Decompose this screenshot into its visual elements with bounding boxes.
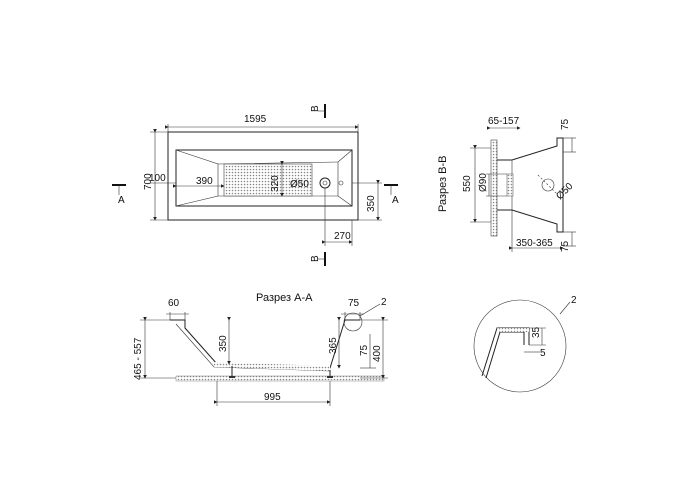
dim-width: 700 <box>143 173 154 190</box>
dim-depth-365: 365 <box>328 337 339 354</box>
section-aa-view: Разрез А-А 2 60 75 465 - 557 350 <box>133 292 388 406</box>
floor <box>175 375 385 382</box>
dim-320: 320 <box>270 175 281 192</box>
section-b-bottom: B <box>310 255 321 262</box>
dim-rim-75: 75 <box>348 298 360 309</box>
bath-slope-right <box>337 149 353 207</box>
dim-bottom-range: 350-365 <box>516 238 553 249</box>
detail-callout-circle <box>343 312 363 332</box>
dim-detail-5: 5 <box>540 348 546 359</box>
wall <box>490 139 498 237</box>
dim-drain: Ø50 <box>290 179 309 190</box>
pipe-90-icon <box>506 173 514 197</box>
dim-390: 390 <box>196 176 213 187</box>
dim-bottom-75: 75 <box>560 240 571 252</box>
dim-pipe-50: Ø50 <box>554 181 575 202</box>
dim-offset-left: 100 <box>149 173 166 184</box>
section-aa-title: Разрез А-А <box>256 292 313 304</box>
drain-icon <box>319 177 331 189</box>
detail-rim-profile <box>481 327 530 379</box>
section-bb-title: Разрез В-В <box>437 156 449 212</box>
dim-pipe-90: Ø90 <box>478 173 489 192</box>
dim-base-995: 995 <box>264 392 281 403</box>
detail-view: 2 35 5 <box>473 295 577 393</box>
dim-550: 550 <box>462 175 473 192</box>
dim-rim-60: 60 <box>168 298 180 309</box>
drain-inner-icon <box>322 180 328 186</box>
dim-total-400: 400 <box>372 345 383 362</box>
plan-view: 1595 700 100 390 320 Ø50 350 270 A A <box>112 104 399 266</box>
dim-top-75: 75 <box>560 118 571 130</box>
dim-half-width: 350 <box>366 195 377 212</box>
detail-circle <box>473 299 567 393</box>
bath-slope-left <box>175 149 219 207</box>
dim-drain-offset: 270 <box>334 231 351 242</box>
pipe-50-icon <box>541 178 555 192</box>
section-a-right: A <box>392 195 399 206</box>
section-b-top: B <box>310 105 321 112</box>
dim-detail-35: 35 <box>531 326 542 338</box>
dim-top-range: 65-157 <box>488 116 520 127</box>
tub-profile <box>497 137 564 233</box>
dim-depth-350: 350 <box>218 335 229 352</box>
dim-leg-75: 75 <box>359 344 370 356</box>
bath-outer-rim <box>167 131 359 221</box>
callout-2: 2 <box>381 297 387 308</box>
overflow-icon <box>338 180 344 186</box>
dim-height-range: 465 - 557 <box>133 337 144 380</box>
anti-slip-insert <box>223 163 313 197</box>
section-bb-view: Разрез В-В 65-157 75 550 Ø90 Ø50 350-365 <box>437 116 576 252</box>
section-a-left: A <box>118 195 125 206</box>
dim-length: 1595 <box>244 114 267 125</box>
detail-callout-2: 2 <box>571 295 577 306</box>
